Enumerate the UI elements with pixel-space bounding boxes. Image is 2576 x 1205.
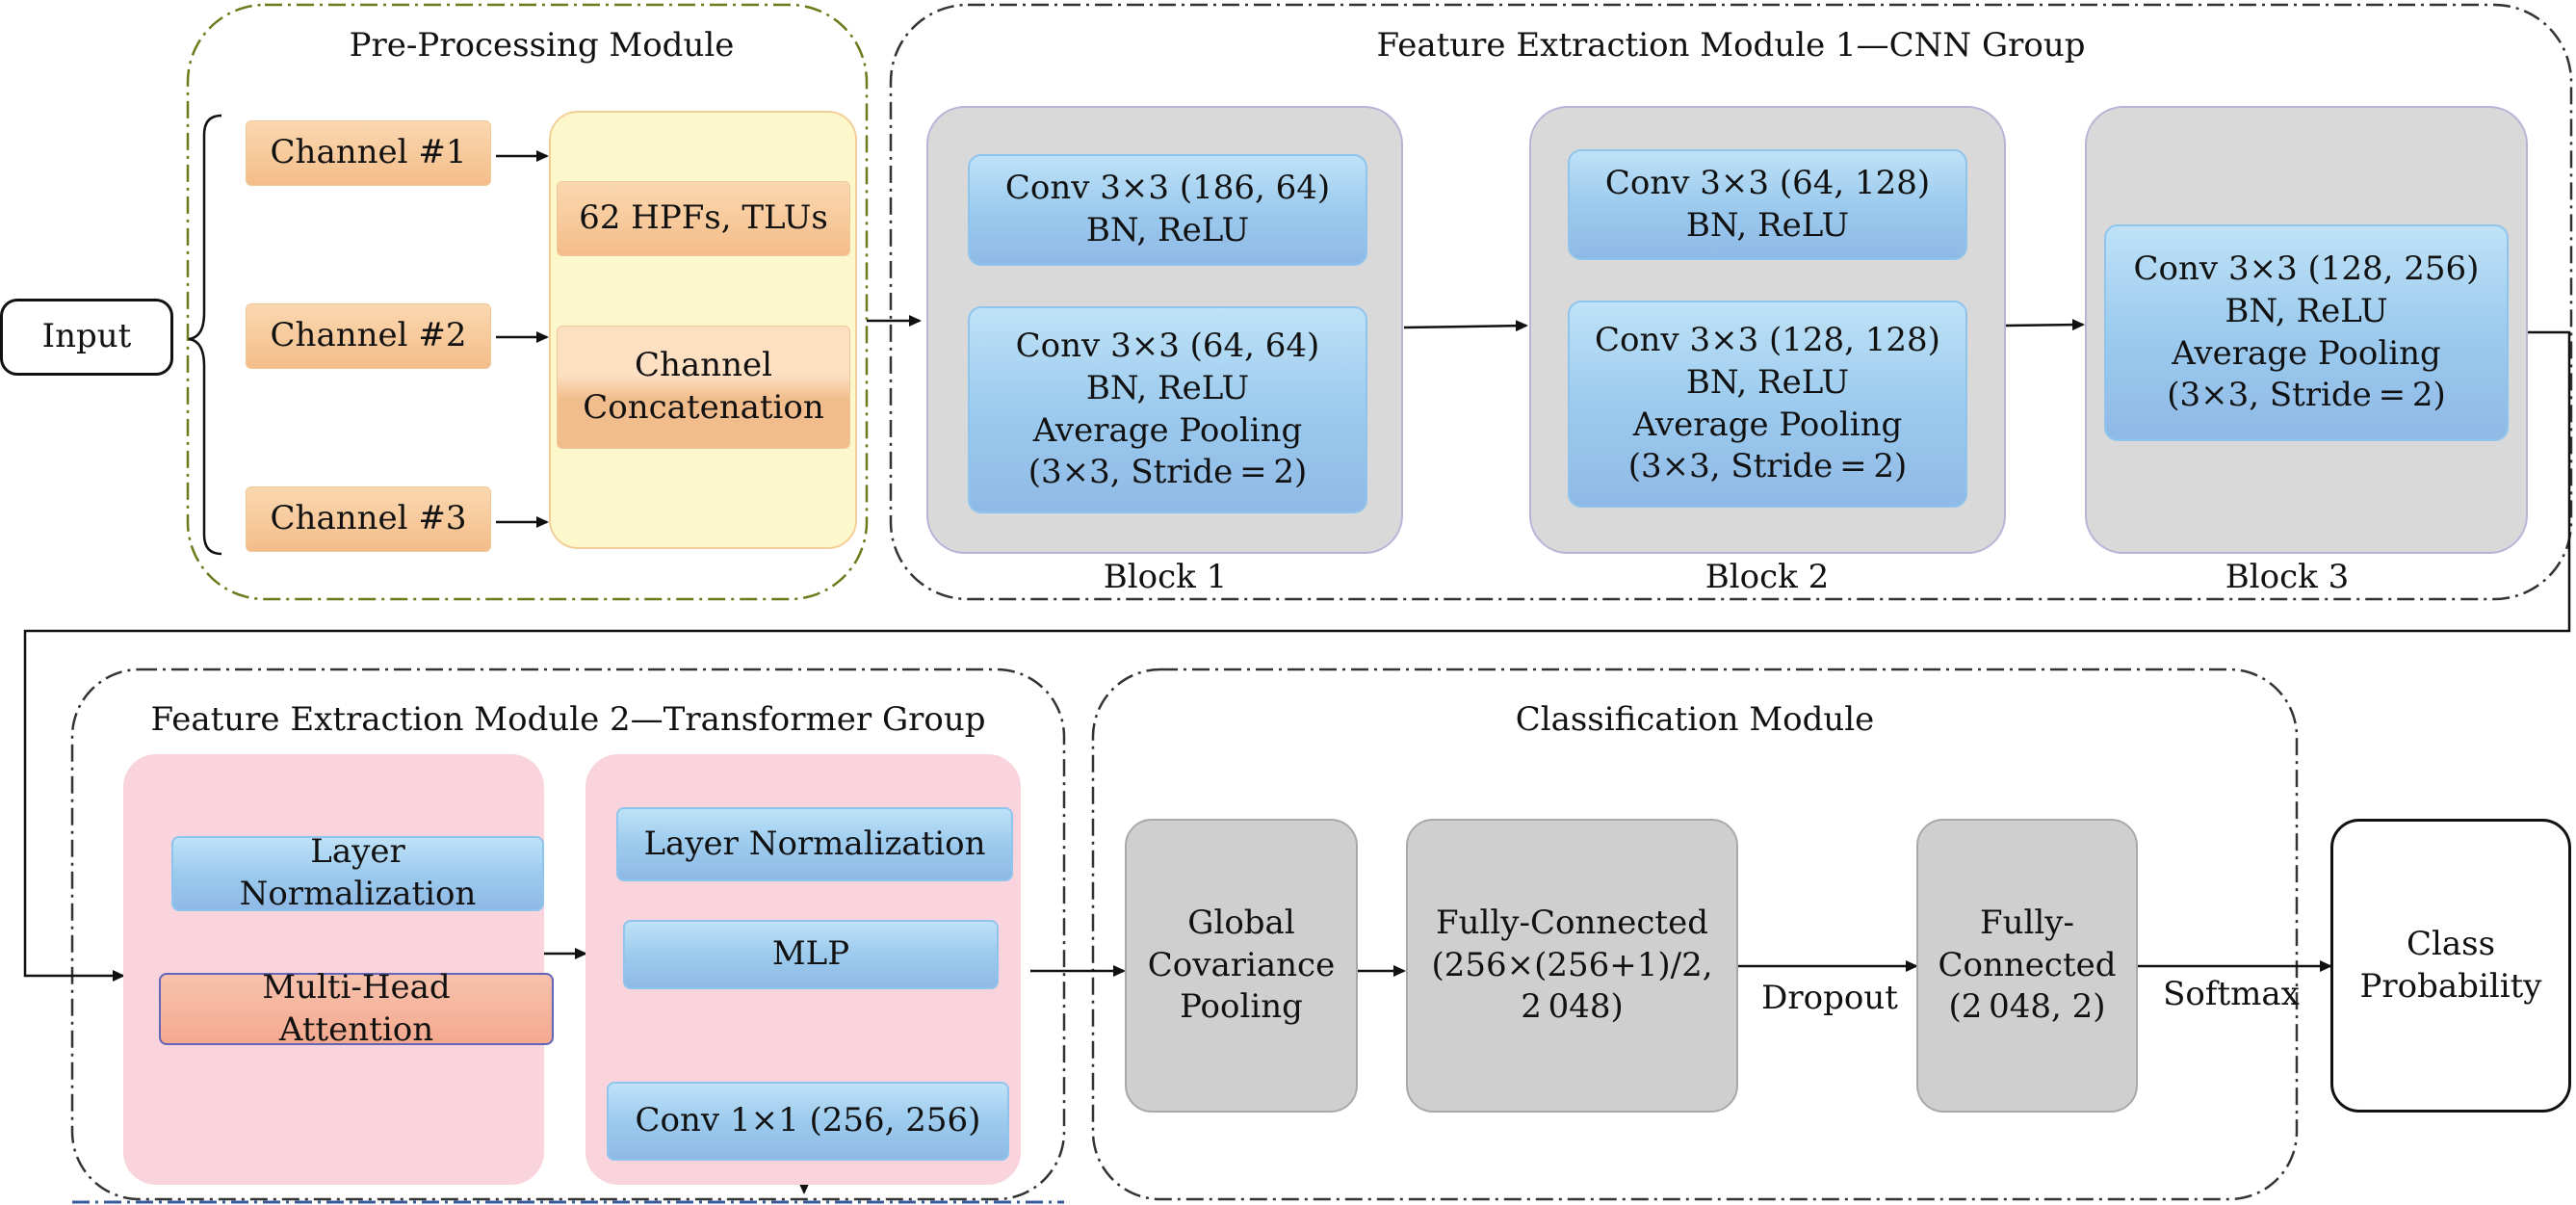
block-3-conv-1-line-3: Average Pooling	[2172, 333, 2441, 373]
transformer-1-container	[123, 754, 544, 1185]
classification-frame	[1091, 668, 2299, 1201]
block-3-label: Block 3	[2225, 558, 2350, 597]
transformer-1-layernorm: Layer Normalization	[171, 832, 544, 913]
block-1-conv-2: Conv 3×3 (64, 64) BN, ReLU Average Pooli…	[968, 306, 1367, 513]
transformer-2-conv: Conv 1×1 (256, 256)	[607, 1082, 1009, 1161]
transformer-2-layernorm: Layer Normalization	[616, 807, 1013, 881]
hpf-label: 62 HPFs, TLUs	[579, 198, 828, 238]
block-2-conv-1: Conv 3×3 (64, 128) BN, ReLU	[1568, 149, 1967, 260]
block-3-conv-1-line-1: Conv 3×3 (128, 256)	[2133, 249, 2480, 289]
concat-line-1: Channel	[635, 346, 772, 385]
channel-3-box: Channel #3	[246, 486, 491, 552]
block-2-label: Block 2	[1704, 558, 1830, 597]
channel-1-label: Channel #1	[270, 133, 467, 172]
block-1-conv-1-line-2: BN, ReLU	[1085, 211, 1250, 249]
classification-title: Classification Module	[1515, 700, 1875, 740]
block-2-conv-2-line-4: (3×3, Stride = 2)	[1627, 447, 1908, 486]
block-3-conv-1-line-4: (3×3, Stride = 2)	[2167, 376, 2446, 415]
channel-2-label: Channel #2	[270, 316, 467, 355]
transformer-2-mlp: MLP	[623, 920, 999, 989]
block-1-conv-1-line-1: Conv 3×3 (186, 64)	[1004, 169, 1331, 208]
block-1-label: Block 1	[1103, 558, 1228, 597]
output-line-1: Class	[2406, 924, 2496, 963]
fc1-line-3: 2 048)	[1521, 987, 1624, 1027]
block-2-conv-1-line-2: BN, ReLU	[1685, 205, 1850, 245]
block-1-conv-2-line-4: (3×3, Stride = 2)	[1028, 453, 1308, 492]
block-2-conv-2-line-1: Conv 3×3 (128, 128)	[1595, 321, 1940, 360]
channel-3-label: Channel #3	[270, 499, 467, 538]
block-1-conv-1: Conv 3×3 (186, 64) BN, ReLU	[968, 154, 1367, 266]
concat-box: Channel Concatenation	[557, 326, 850, 449]
preprocessing-title: Pre-Processing Module	[349, 26, 735, 65]
fc2-line-3: (2 048, 2)	[1948, 987, 2106, 1027]
block-2-conv-1-line-1: Conv 3×3 (64, 128)	[1604, 163, 1931, 202]
transformer-2-conv-label: Conv 1×1 (256, 256)	[635, 1101, 981, 1140]
block-3-conv-1: Conv 3×3 (128, 256) BN, ReLU Average Poo…	[2104, 224, 2509, 441]
channel-1-box: Channel #1	[246, 120, 491, 186]
block-3-conv-1-line-2: BN, ReLU	[2225, 291, 2388, 330]
gcp-line-3: Pooling	[1180, 987, 1303, 1027]
fc1-line-2: (256×(256+1)/2,	[1431, 945, 1713, 984]
transformer-2-mlp-label: MLP	[771, 934, 850, 974]
block-1-conv-2-line-1: Conv 3×3 (64, 64)	[1015, 327, 1320, 366]
transformer-1-mha-line-2: Attention	[278, 1009, 434, 1049]
input-brace	[188, 114, 222, 556]
gcp-line-2: Covariance	[1147, 945, 1336, 984]
transformer-2-layernorm-label: Layer Normalization	[643, 824, 986, 863]
fc2-line-1: Fully-	[1980, 904, 2074, 943]
block-2-conv-2-line-2: BN, ReLU	[1685, 362, 1850, 402]
transformer-1-layernorm-line-2: Normalization	[239, 875, 477, 913]
gcp-box: Global Covariance Pooling	[1125, 819, 1358, 1113]
output-line-2: Probability	[2359, 966, 2542, 1006]
block-2-conv-2: Conv 3×3 (128, 128) BN, ReLU Average Poo…	[1568, 301, 1967, 508]
output-box: Class Probability	[2330, 819, 2571, 1113]
fc1-line-1: Fully-Connected	[1436, 904, 1708, 943]
feature1-frame	[889, 3, 2573, 601]
concat-line-2: Concatenation	[583, 388, 824, 427]
transformer-1-layernorm-line-1: Layer	[310, 832, 405, 872]
feature2-title: Feature Extraction Module 2—Transformer …	[150, 700, 986, 740]
input-label: Input	[41, 317, 132, 356]
input-box: Input	[0, 299, 173, 376]
preprocessing-frame	[186, 3, 869, 601]
gcp-line-1: Global	[1187, 904, 1295, 943]
block-1-conv-2-line-3: Average Pooling	[1032, 410, 1303, 450]
feature1-title: Feature Extraction Module 1—CNN Group	[1376, 26, 2086, 65]
hpf-box: 62 HPFs, TLUs	[557, 181, 850, 256]
fc2-line-2: Connected	[1938, 945, 2117, 984]
transformer-1-mha-line-1: Multi-Head	[262, 967, 451, 1007]
channel-2-box: Channel #2	[246, 303, 491, 369]
fc2-box: Fully- Connected (2 048, 2)	[1916, 819, 2138, 1113]
softmax-label: Softmax	[2163, 975, 2300, 1014]
block-1-conv-2-line-2: BN, ReLU	[1085, 368, 1250, 407]
dropout-label: Dropout	[1761, 979, 1898, 1018]
fc1-box: Fully-Connected (256×(256+1)/2, 2 048)	[1406, 819, 1738, 1113]
block-2-conv-2-line-3: Average Pooling	[1632, 405, 1903, 444]
feature2-frame	[70, 668, 1066, 1201]
transformer-1-mha: Multi-Head Attention	[159, 968, 554, 1049]
